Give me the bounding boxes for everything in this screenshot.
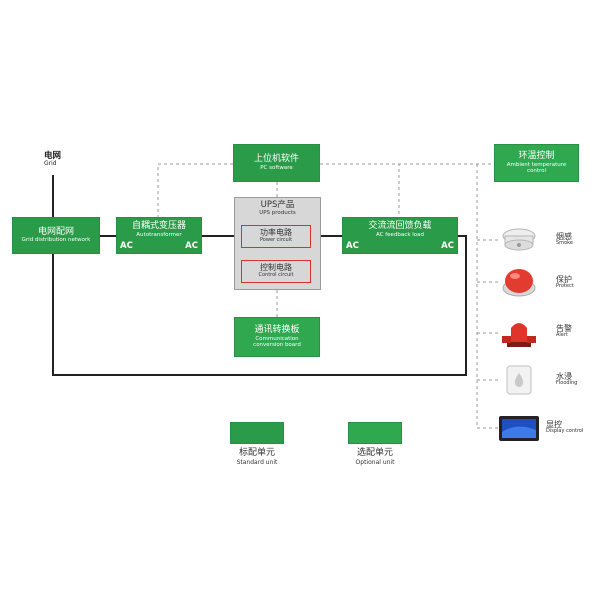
grid-distribution-cn: 电网配网: [37, 226, 74, 237]
pc-to-load-link: [320, 163, 400, 218]
autotransformer-en: Autotransformer: [136, 231, 182, 238]
legend-standard-en: Standard unit: [236, 458, 278, 466]
flooding-label-cn: 水浸: [556, 372, 572, 381]
grid-distribution-box: 电网配网 Grid distribution network: [12, 217, 100, 254]
ac-feedback-en: AC feedback load: [375, 231, 425, 238]
control-circuit-en: Control circuit: [258, 272, 294, 279]
smoke-label-en: Smoke: [556, 240, 573, 247]
protect-label-en: Protect: [556, 283, 574, 290]
ac-feedback-cn: 交流流回馈负载: [368, 221, 432, 231]
autotransformer-ac-in: AC: [120, 240, 133, 251]
ac-feedback-ac-in: AC: [346, 240, 359, 251]
comm-board-box: 通讯转换板 Communication conversion board: [234, 317, 320, 357]
legend-standard-swatch: [230, 422, 284, 444]
grid-label: 电网 Grid: [44, 151, 62, 168]
display-control-label-en: Display control: [546, 428, 584, 435]
emergency-stop-button-icon: [499, 266, 539, 298]
control-circuit-box: 控制电路 Control circuit: [241, 260, 311, 283]
power-circuit-cn: 功率电路: [260, 228, 292, 238]
ac-feedback-load-box: 交流流回馈负载 AC feedback load AC AC: [342, 217, 458, 254]
grid-label-en: Grid: [44, 160, 57, 168]
ups-products-cn: UPS产品: [260, 200, 295, 210]
legend-optional-swatch: [348, 422, 402, 444]
alert-label: 告警 Alert: [556, 324, 572, 339]
pc-software-cn: 上位机软件: [253, 154, 299, 165]
legend-standard-label: 标配单元 Standard unit: [222, 448, 292, 466]
grid-label-cn: 电网: [44, 151, 62, 161]
pc-software-box: 上位机软件 PC software: [233, 144, 320, 182]
power-circuit-en: Power circuit: [259, 237, 293, 244]
ac-feedback-ac-out: AC: [441, 240, 454, 251]
smoke-detector-icon: [499, 224, 539, 256]
feedback-return-line: [52, 235, 467, 376]
ups-products-en: UPS products: [259, 210, 296, 217]
comm-board-en: Communication conversion board: [253, 335, 301, 348]
autotransformer-ac-out: AC: [185, 240, 198, 251]
alert-label-en: Alert: [556, 332, 568, 339]
legend-optional-en: Optional unit: [355, 458, 395, 466]
control-circuit-cn: 控制电路: [260, 263, 292, 273]
ups-products-box: UPS产品 UPS products 功率电路 Power circuit 控制…: [234, 197, 321, 290]
power-circuit-box: 功率电路 Power circuit: [241, 225, 311, 248]
grid-distribution-en: Grid distribution network: [21, 237, 91, 244]
legend-standard-cn: 标配单元: [238, 448, 275, 458]
protect-label-cn: 保护: [556, 275, 572, 284]
ambient-control-en: Ambient temperature control: [506, 161, 567, 174]
display-control-label-cn: 显控: [546, 420, 562, 429]
comm-board-cn: 通讯转换板: [254, 325, 300, 335]
autotransformer-box: 自耦式变压器 Autotransformer AC AC: [116, 217, 202, 254]
alarm-light-icon: [499, 316, 539, 348]
display-control-label: 显控 Display control: [546, 420, 583, 435]
ambient-control-cn: 环温控制: [518, 151, 555, 161]
flooding-label-en: Flooding: [556, 380, 578, 387]
flooding-label: 水浸 Flooding: [556, 372, 577, 387]
smoke-label-cn: 烟感: [556, 232, 572, 241]
legend-optional-cn: 选配单元: [356, 448, 393, 458]
pc-to-autotransformer-link: [157, 163, 233, 218]
protect-label: 保护 Protect: [556, 275, 574, 290]
smoke-label: 烟感 Smoke: [556, 232, 573, 247]
legend-optional-label: 选配单元 Optional unit: [340, 448, 410, 466]
alert-label-cn: 告警: [556, 324, 572, 333]
touch-display-icon: [497, 412, 541, 444]
autotransformer-cn: 自耦式变压器: [131, 221, 186, 231]
water-sensor-icon: [499, 364, 539, 396]
pc-software-en: PC software: [260, 164, 293, 171]
ambient-control-box: 环温控制 Ambient temperature control: [494, 144, 579, 182]
